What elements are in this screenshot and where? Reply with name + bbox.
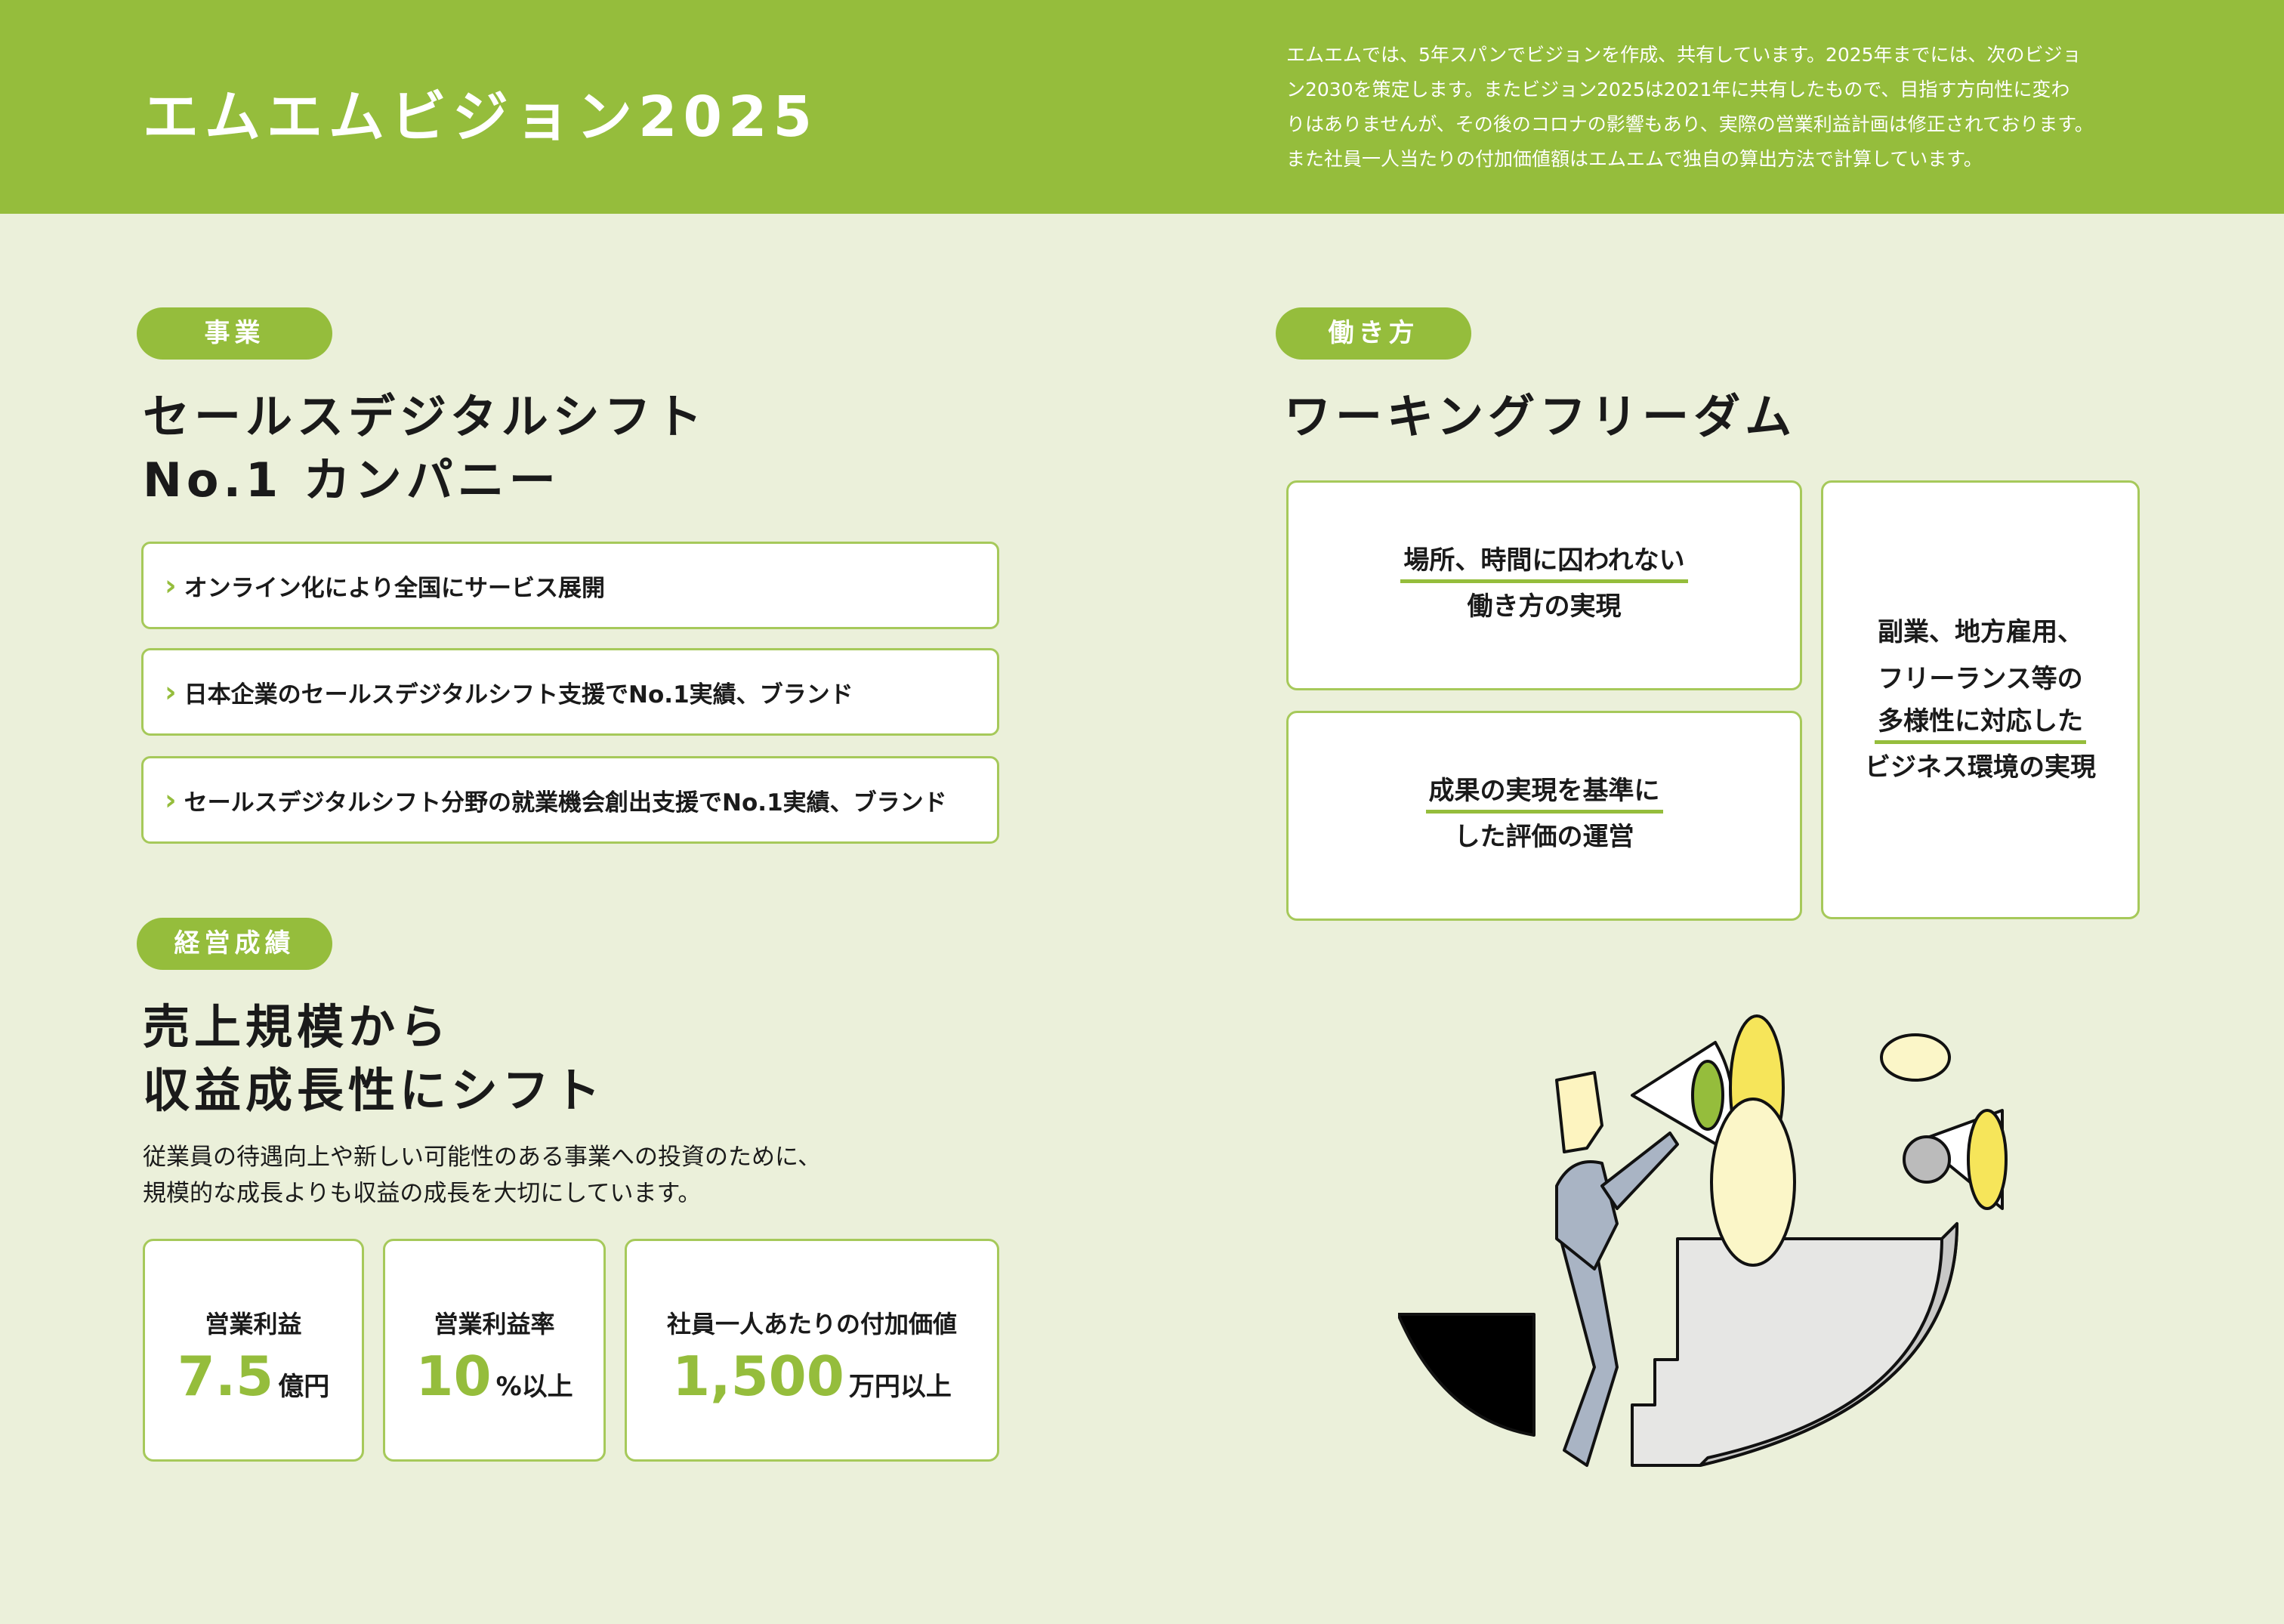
metric-unit: 億円 — [278, 1372, 330, 1402]
workstyle-card: 成果の実現を基準に した評価の運営 — [1286, 711, 1802, 921]
black-shape — [1398, 1313, 1536, 1437]
workstyle-tag: 働き方 — [1276, 307, 1471, 360]
metric-label: 社員一人あたりの付加価値 — [666, 1310, 957, 1338]
card-text: フリーランス等の — [1878, 664, 2083, 694]
business-item: ›日本企業のセールスデジタルシフト支援でNo.1実績、ブランド — [141, 648, 999, 736]
header-banner: エムエムビジョン2025 エムエムでは、5年スパンでビジョンを作成、共有していま… — [0, 0, 2284, 214]
heading-line: 売上規模から — [143, 999, 452, 1054]
heading-line: 収益成長性にシフト — [143, 1063, 606, 1118]
performance-description: 従業員の待遇向上や新しい可能性のある事業への投資のために、 規模的な成長よりも収… — [143, 1139, 821, 1212]
chevron-right-icon: › — [165, 675, 177, 709]
intro-line: エムエムでは、5年スパンでビジョンを作成、共有しています。2025年までには、次… — [1286, 44, 2082, 66]
business-item: ›オンライン化により全国にサービス展開 — [141, 542, 999, 629]
card-text: 副業、地方雇用、 — [1878, 617, 2083, 647]
stairs — [1631, 1222, 1958, 1467]
chevron-right-icon: › — [165, 569, 177, 602]
intro-line: りはありませんが、その後のコロナの影響もあり、実際の営業利益計画は修正されており… — [1286, 113, 2094, 135]
item-text: 日本企業のセールスデジタルシフト支援でNo.1実績、ブランド — [184, 681, 853, 709]
card-text: した評価の運営 — [1454, 821, 1634, 852]
intro-line: ン2030を策定します。またビジョン2025は2021年に共有したもので、目指す… — [1286, 79, 2070, 100]
business-tag: 事業 — [137, 307, 332, 360]
heading-line: No.1 カンパニー — [143, 452, 560, 508]
metric-value: 1,500 — [672, 1345, 844, 1408]
workstyle-side-card: 副業、地方雇用、 フリーランス等の 多様性に対応した ビジネス環境の実現 — [1821, 480, 2140, 919]
business-item: ›セールスデジタルシフト分野の就業機会創出支援でNo.1実績、ブランド — [141, 756, 999, 844]
description-line: 規模的な成長よりも収益の成長を大切にしています。 — [143, 1180, 702, 1207]
performance-heading: 売上規模から 収益成長性にシフト — [143, 996, 605, 1122]
metric-label: 営業利益率 — [434, 1310, 555, 1338]
item-text: オンライン化により全国にサービス展開 — [184, 574, 606, 602]
card-text: ビジネス環境の実現 — [1865, 752, 2096, 783]
metric-unit: 万円以上 — [848, 1372, 952, 1402]
performance-tag: 経営成績 — [137, 918, 332, 970]
workstyle-card: 場所、時間に囚われない 働き方の実現 — [1286, 480, 1802, 690]
description-line: 従業員の待遇向上や新しい可能性のある事業への投資のために、 — [143, 1144, 822, 1171]
card-text: 働き方の実現 — [1467, 591, 1622, 622]
page-title: エムエムビジョン2025 — [143, 85, 818, 150]
item-text: セールスデジタルシフト分野の就業機会創出支援でNo.1実績、ブランド — [184, 789, 947, 817]
workstyle-heading: ワーキングフリーダム — [1284, 389, 1797, 444]
intro-text: エムエムでは、5年スパンでビジョンを作成、共有しています。2025年までには、次… — [1286, 38, 2155, 177]
chevron-right-icon: › — [165, 783, 177, 817]
metric-label: 営業利益 — [205, 1310, 302, 1338]
business-heading: セールスデジタルシフト No.1 カンパニー — [143, 385, 707, 512]
heading-line: セールスデジタルシフト — [143, 389, 707, 444]
person-head — [1555, 1071, 1603, 1153]
intro-line: また社員一人当たりの付加価値額はエムエムで独自の算出方法で計算しています。 — [1286, 148, 1983, 170]
metric-unit: %以上 — [495, 1372, 573, 1402]
person-with-megaphones-illustration — [1398, 1014, 2008, 1467]
metric-value: 7.5 — [177, 1345, 274, 1408]
card-highlight: 場所、時間に囚われない — [1400, 542, 1688, 583]
card-highlight: 多様性に対応した — [1875, 702, 2086, 744]
card-highlight: 成果の実現を基準に — [1425, 772, 1663, 814]
metric-value: 10 — [415, 1345, 492, 1408]
metric-card-profit-margin: 営業利益率 10%以上 — [383, 1239, 606, 1462]
